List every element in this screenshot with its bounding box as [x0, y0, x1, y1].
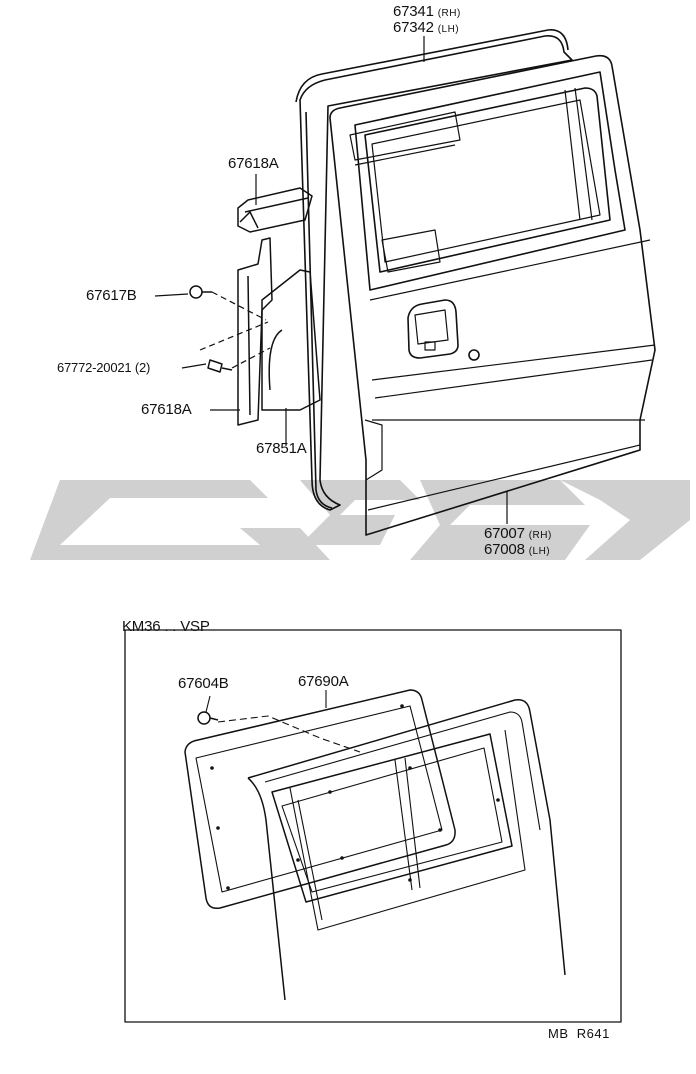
weatherstrip-lh-side: (LH) [437, 24, 460, 35]
leader-lines [154, 36, 508, 524]
door-panel [329, 54, 656, 536]
vsp-inset [124, 629, 622, 1023]
weatherstrip-lh-part: 67342 [393, 19, 434, 36]
weatherstrip-outline [299, 35, 573, 511]
screw-part: 67772-20021 [57, 360, 132, 375]
door-assembly [295, 29, 656, 536]
ref-number: R641 [576, 1026, 610, 1041]
board-holes [210, 704, 500, 890]
label-fastener: 67604B [178, 675, 229, 692]
side-trims [189, 187, 321, 426]
ref-code: MB [548, 1026, 569, 1041]
weatherstrip-rh-part: 67341 [393, 3, 434, 20]
watermark-logo [30, 480, 690, 560]
label-board: 67690A [298, 673, 349, 690]
door-lh-side: (LH) [528, 546, 551, 557]
label-upper-trim: 67618A [228, 155, 279, 172]
lock-cylinder [468, 349, 480, 361]
label-cover: 67851A [256, 440, 307, 457]
inset-frame [124, 629, 622, 1023]
label-clip: 67617B [86, 287, 137, 304]
door-rh-part: 67007 [484, 525, 525, 542]
label-reference: MB R641 [548, 1026, 610, 1042]
door-handle [407, 299, 459, 359]
label-screw: 67772-20021 (2) [57, 360, 150, 376]
screw-qty: (2) [134, 360, 151, 375]
label-lower-trim: 67618A [141, 401, 192, 418]
door-rh-side: (RH) [528, 530, 552, 541]
trim-board [184, 689, 456, 910]
label-variant: KM36 . . VSP [122, 618, 210, 635]
window-frame [364, 87, 611, 273]
door-lh-part: 67008 [484, 541, 525, 558]
weatherstrip-rh-side: (RH) [437, 8, 461, 19]
label-67007: 67007 (RH) [484, 526, 552, 544]
label-67342: 67342 (LH) [393, 20, 459, 38]
label-67341: 67341 (RH) [393, 4, 461, 22]
label-67008: 67008 (LH) [484, 542, 550, 560]
